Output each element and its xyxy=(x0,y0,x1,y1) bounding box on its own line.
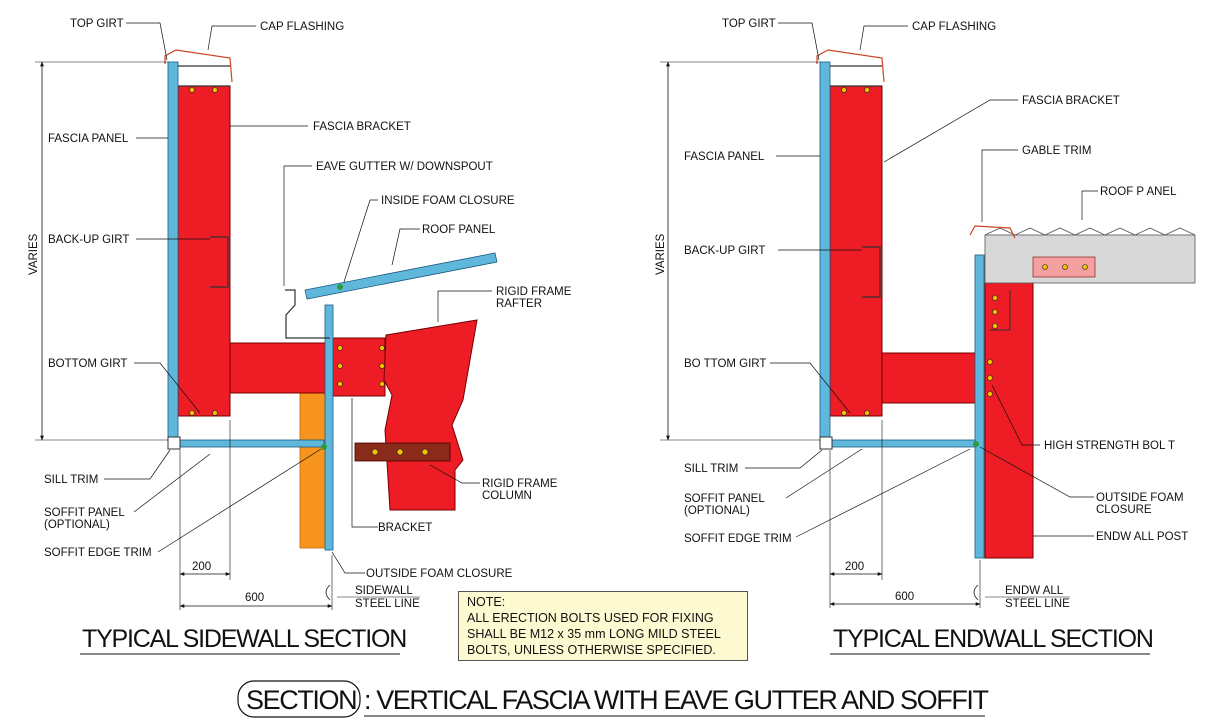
endwall-bracket-arm xyxy=(881,352,978,404)
endwall-post-label: ENDW ALL POST xyxy=(1096,531,1188,543)
sidewall-top-girt-label: TOP GIRT xyxy=(70,18,124,30)
note-line-1: ALL ERECTION BOLTS USED FOR FIXING xyxy=(467,611,714,625)
endwall-dim-200: 200 xyxy=(845,561,864,573)
endwall-sheet xyxy=(974,254,985,559)
endwall-post xyxy=(984,254,1034,559)
sidewall-soffit-panel xyxy=(177,439,325,448)
sidewall-eave-gutter-label: EAVE GUTTER W/ DOWNSPOUT xyxy=(316,161,493,173)
sidewall-bracket-label: BRACKET xyxy=(378,522,432,534)
endwall-roof-panel-label: ROOF P ANEL xyxy=(1100,186,1177,198)
note-heading: NOTE: xyxy=(467,595,506,609)
sidewall-title: TYPICAL SIDEWALL SECTION xyxy=(82,625,406,653)
endwall-section: VARIES 200 600 ENDW ALL STEEL LINE xyxy=(655,18,1196,655)
endwall-back-up-girt xyxy=(862,246,881,298)
sidewall-steel-line-2: STEEL LINE xyxy=(355,598,420,610)
endwall-bolts xyxy=(841,87,1088,416)
sidewall-section: VARIES 200 600 SIDEWALL STEEL LINE xyxy=(28,18,572,655)
note-line-2: SHALL BE M12 x 35 mm LONG MILD STEEL xyxy=(467,627,721,641)
note-line-3: BOLTS, UNLESS OTHERWISE SPECIFIED. xyxy=(467,643,716,657)
sidewall-dim-600: 600 xyxy=(245,592,264,604)
endwall-fascia-panel-label: FASCIA PANEL xyxy=(684,151,765,163)
endwall-steel-line-2: STEEL LINE xyxy=(1005,598,1070,610)
endwall-top-girt-label: TOP GIRT xyxy=(722,18,776,30)
endwall-varies: VARIES xyxy=(655,233,667,275)
sidewall-eave-gutter xyxy=(285,289,330,339)
sidewall-roof-panel-label: ROOF PANEL xyxy=(422,224,496,236)
sidewall-back-up-girt xyxy=(210,236,229,288)
sidewall-gutter-trim xyxy=(324,304,334,551)
endwall-fascia-bracket xyxy=(829,85,883,417)
sidewall-rigid-frame xyxy=(383,319,478,511)
sidewall-steel-line-1: SIDEWALL xyxy=(355,585,413,597)
sidewall-bolts xyxy=(189,87,429,456)
endwall-fascia-bracket-label: FASCIA BRACKET xyxy=(1022,95,1120,107)
sidewall-fascia-bracket-label: FASCIA BRACKET xyxy=(313,121,411,133)
sidewall-sill-trim xyxy=(167,436,181,450)
sidewall-soffit-edge-label: SOFFIT EDGE TRIM xyxy=(44,547,152,559)
sidewall-column-label-2: COLUMN xyxy=(482,490,532,502)
endwall-outside-foam-label-2: CLOSURE xyxy=(1096,504,1152,516)
endwall-cap-flashing-label: CAP FLASHING xyxy=(912,21,996,33)
endwall-soffit-panel-label-1: SOFFIT PANEL xyxy=(684,493,765,505)
endwall-dim-600: 600 xyxy=(895,591,914,603)
endwall-outside-foam-label-1: OUTSIDE FOAM xyxy=(1096,492,1184,504)
sidewall-cap-flashing-label: CAP FLASHING xyxy=(260,21,344,33)
erection-note: NOTE: ALL ERECTION BOLTS USED FOR FIXING… xyxy=(458,591,748,661)
sidewall-top-girt xyxy=(178,65,230,87)
section-badge xyxy=(237,680,361,718)
endwall-title: TYPICAL ENDWALL SECTION xyxy=(833,625,1153,653)
endwall-bottom-girt-label: BO TTOM GIRT xyxy=(684,358,766,370)
endwall-soffit-panel xyxy=(829,439,976,448)
sidewall-roof-panel xyxy=(304,252,498,300)
sidewall-fascia-panel-label: FASCIA PANEL xyxy=(48,133,129,145)
sidewall-column-label-1: RIGID FRAME xyxy=(482,478,558,490)
sidewall-soffit-panel-label-1: SOFFIT PANEL xyxy=(44,507,125,519)
sidewall-sill-trim-label: SILL TRIM xyxy=(44,474,98,486)
endwall-sill-trim xyxy=(819,436,833,450)
endwall-soffit-edge-label: SOFFIT EDGE TRIM xyxy=(684,533,792,545)
endwall-sill-trim-label: SILL TRIM xyxy=(684,463,738,475)
endwall-back-up-girt-label: BACK-UP GIRT xyxy=(684,245,765,257)
sidewall-fascia-bracket xyxy=(177,85,231,417)
sidewall-varies: VARIES xyxy=(28,233,40,275)
sidewall-cap-flashing xyxy=(164,49,233,83)
main-title: SECTION : VERTICAL FASCIA WITH EAVE GUTT… xyxy=(237,680,990,718)
sidewall-back-up-girt-label: BACK-UP GIRT xyxy=(48,234,129,246)
endwall-top-girt xyxy=(830,65,882,87)
sidewall-outside-foam-label: OUTSIDE FOAM CLOSURE xyxy=(366,568,513,580)
endwall-soffit-panel-label-2: (OPTIONAL) xyxy=(684,505,750,517)
endwall-gable-trim xyxy=(969,225,1016,239)
sidewall-soffit-panel-label-2: (OPTIONAL) xyxy=(44,519,110,531)
sidewall-rafter-label-1: RIGID FRAME xyxy=(496,286,572,298)
endwall-fascia-panel xyxy=(819,61,831,441)
sidewall-rafter-label-2: RAFTER xyxy=(496,298,542,310)
endwall-steel-line-1: ENDW ALL xyxy=(1005,585,1064,597)
endwall-gable-trim-label: GABLE TRIM xyxy=(1022,145,1091,157)
sidewall-bracket-arm xyxy=(229,342,334,394)
endwall-high-strength-label: HIGH STRENGTH BOL T xyxy=(1044,440,1175,452)
main-title-rest: : VERTICAL FASCIA WITH EAVE GUTTER AND S… xyxy=(364,685,989,715)
sidewall-dim-200: 200 xyxy=(192,561,211,573)
sidewall-bottom-girt-label: BOTTOM GIRT xyxy=(48,358,127,370)
endwall-cap-flashing xyxy=(816,49,885,83)
sidewall-inside-foam-label: INSIDE FOAM CLOSURE xyxy=(381,195,515,207)
main-title-section: SECTION xyxy=(246,685,356,715)
